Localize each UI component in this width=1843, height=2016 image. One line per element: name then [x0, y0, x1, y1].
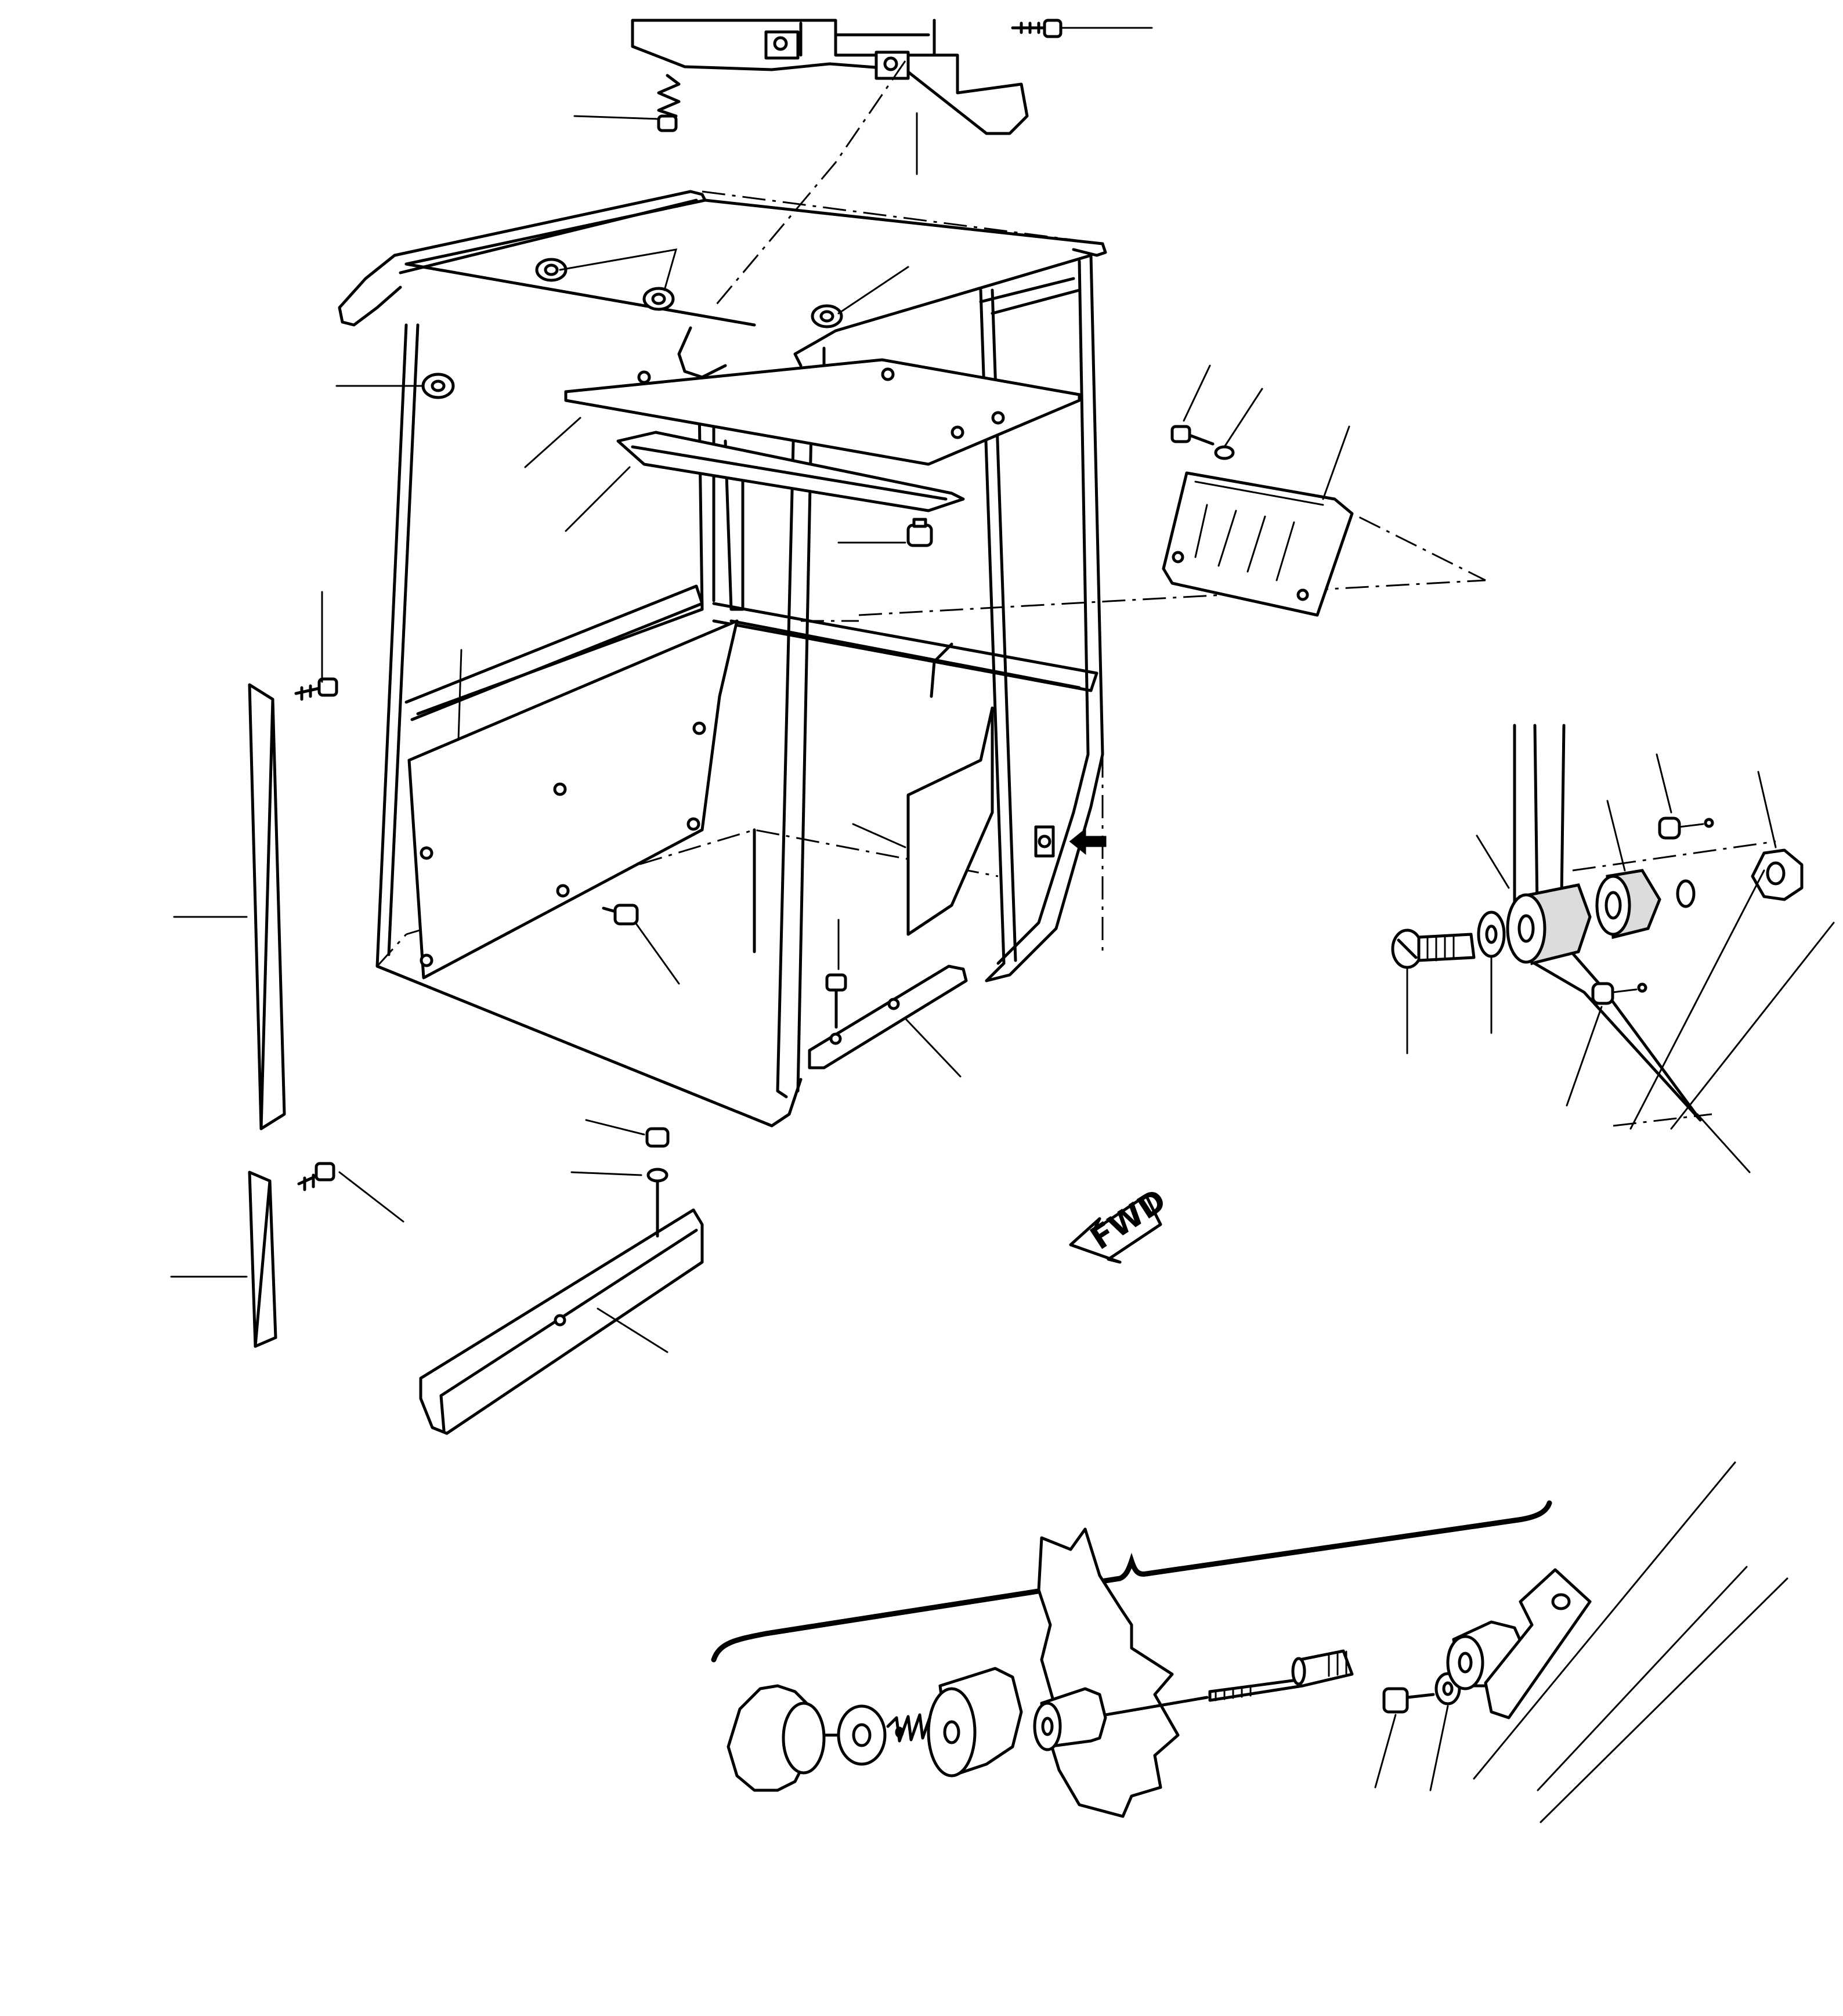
foam-cylinder-large — [1506, 883, 1592, 966]
roof-grommets — [421, 258, 843, 399]
mount-nut — [1751, 848, 1804, 901]
trim-screw-upper — [294, 677, 338, 701]
trim-strip-upper — [248, 683, 286, 1130]
mount-bracket-plate — [1484, 1568, 1592, 1719]
bracket-spring — [657, 74, 681, 132]
bracket-bolt — [645, 1127, 670, 1238]
roof-bracket — [631, 19, 1029, 135]
rear-panel-screw — [602, 904, 639, 926]
trim-strip-lower — [248, 1170, 277, 1348]
trim-screw-lower — [297, 1162, 335, 1191]
vent-knob — [906, 518, 933, 547]
detail-brace — [711, 1500, 1552, 1663]
rear-panel — [407, 619, 739, 980]
mount-washer — [1477, 911, 1506, 958]
foam-cylinder-small — [1595, 869, 1661, 940]
knob-washer — [837, 1704, 887, 1766]
cab-frame — [338, 190, 1107, 1128]
bottom-angle-bracket — [419, 1208, 704, 1435]
bracket-screw-top — [1011, 19, 1063, 38]
leader-lines — [170, 27, 1835, 1823]
mount-screw — [1391, 928, 1476, 969]
bushing — [1033, 1687, 1209, 1751]
window-plate — [1162, 471, 1354, 617]
stud-bolt — [1382, 1687, 1435, 1714]
adjuster-knob — [727, 1684, 843, 1792]
mount-pin-lower — [1591, 982, 1647, 1005]
mount-washer-right — [1676, 879, 1696, 908]
mount-pin-upper — [1658, 816, 1714, 840]
threaded-stud — [1208, 1649, 1354, 1702]
door-latch — [1034, 825, 1055, 858]
spacer-cylinder — [927, 1667, 1023, 1777]
floor-rail-screw — [825, 973, 847, 1029]
arrow-right-solid-icon — [1069, 828, 1107, 855]
side-panel — [906, 706, 994, 936]
roof-panel — [564, 358, 1081, 466]
vent-strip — [616, 431, 965, 512]
fwd-direction-arrow: FWD — [1069, 1182, 1173, 1264]
window-plate-screw — [1170, 425, 1235, 460]
floor-rail — [808, 964, 968, 1070]
